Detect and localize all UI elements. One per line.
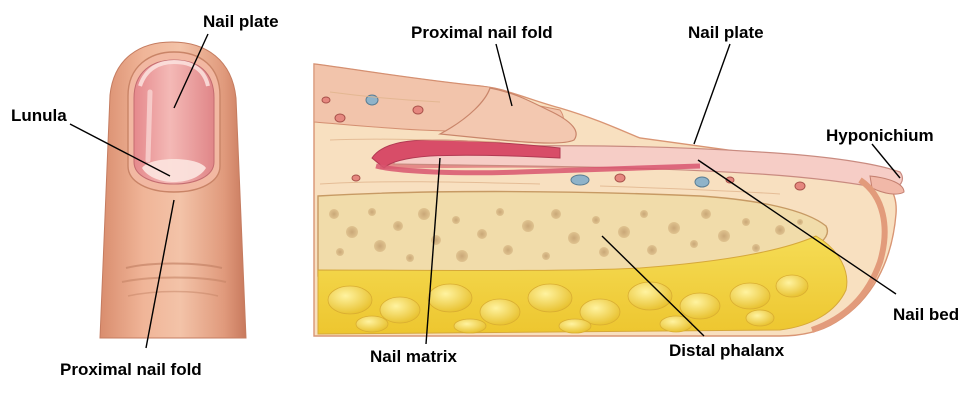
label-section-nail-matrix: Nail matrix bbox=[370, 347, 457, 366]
finger-illustration bbox=[100, 42, 246, 338]
label-finger-nail-plate: Nail plate bbox=[203, 12, 279, 31]
finger-nail-shine bbox=[148, 92, 150, 160]
label-section-proximal-nail-fold: Proximal nail fold bbox=[411, 23, 553, 42]
leader-section-nail-plate bbox=[694, 44, 730, 144]
cross-section-illustration bbox=[314, 64, 904, 336]
label-section-nail-plate: Nail plate bbox=[688, 23, 764, 42]
label-section-distal-phalanx: Distal phalanx bbox=[669, 341, 785, 360]
label-section-hyponichium: Hyponichium bbox=[826, 126, 934, 145]
label-section-nail-bed: Nail bed bbox=[893, 305, 959, 324]
label-finger-lunula: Lunula bbox=[11, 106, 67, 125]
label-finger-proximal-nail-fold: Proximal nail fold bbox=[60, 360, 202, 379]
